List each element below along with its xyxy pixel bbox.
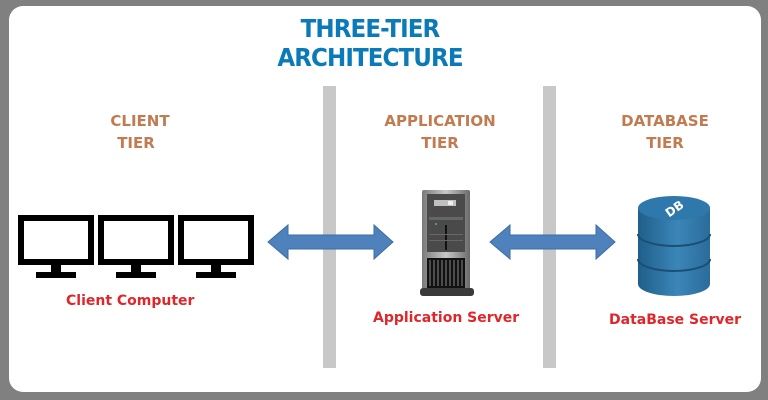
double-arrow-icon [267,223,394,261]
client-tier-label-line1: CLIENT [110,112,170,130]
server-tower-icon [420,190,474,296]
diagram-title: THREE-TIER ARCHITECTURE [277,14,463,72]
database-server-caption: DataBase Server [609,312,742,328]
tier-divider-right [543,86,556,368]
database-icon: DB [637,196,711,296]
client-computer-caption: Client Computer [66,293,195,309]
application-server-caption: Application Server [373,310,520,326]
diagram-panel [9,6,761,392]
application-tier-label: APPLICATION TIER [360,110,520,154]
database-tier-label: DATABASE TIER [600,110,730,154]
client-tier-label-line2: TIER [117,134,155,152]
monitor-icon [178,215,254,278]
application-tier-label-line1: APPLICATION [384,112,496,130]
database-tier-label-line1: DATABASE [621,112,709,130]
client-tier-label: CLIENT TIER [95,110,185,154]
database-tier-label-line2: TIER [646,134,684,152]
application-tier-label-line2: TIER [421,134,459,152]
monitor-icon [98,215,174,278]
client-computers [18,215,254,278]
double-arrow-icon [489,223,616,261]
tier-divider-left [323,86,336,368]
monitor-icon [18,215,94,278]
